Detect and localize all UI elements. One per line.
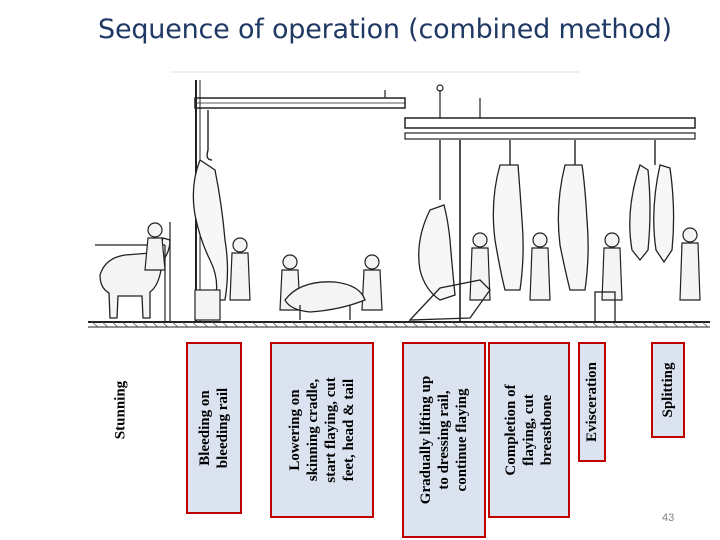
dressing-rail	[404, 84, 696, 322]
carcass-dressing-1	[492, 164, 524, 291]
step-label: Gradually lifting up to dressing rail, c…	[418, 375, 470, 505]
step-label: Bleeding on bleeding rail	[197, 387, 231, 469]
step-label: Evisceration	[584, 362, 600, 442]
carcass-lifting	[418, 204, 456, 301]
step-label: Stunning	[112, 380, 129, 440]
step-label: Completion of flaying, cut breastbone	[503, 384, 555, 476]
carcass-split	[629, 164, 651, 262]
step-lifting: Gradually lifting up to dressing rail, c…	[402, 342, 486, 538]
step-splitting: Splitting	[651, 342, 685, 438]
carcass-dressing-2	[557, 164, 589, 291]
slide-title: Sequence of operation (combined method)	[98, 14, 672, 45]
step-evisceration: Evisceration	[578, 342, 606, 462]
floor	[88, 321, 710, 328]
step-lowering: Lowering on skinning cradle, start flayi…	[270, 342, 374, 518]
step-label: Splitting	[660, 362, 676, 418]
step-stunning: Stunning	[106, 340, 136, 480]
step-completion: Completion of flaying, cut breastbone	[488, 342, 570, 518]
carcass-bleeding	[192, 159, 229, 301]
page-number: 43	[662, 512, 675, 524]
step-label: Lowering on skinning cradle, start flayi…	[287, 377, 357, 483]
step-bleeding: Bleeding on bleeding rail	[186, 342, 242, 514]
